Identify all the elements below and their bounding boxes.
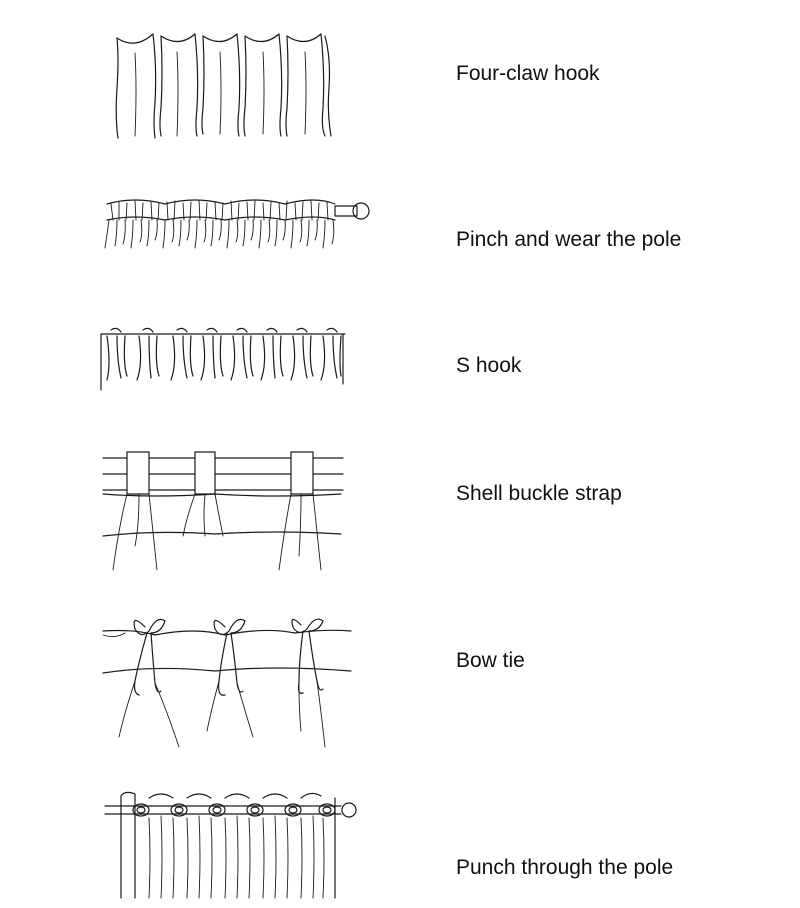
punch-pole-illustration (95, 786, 365, 906)
pinch-pole-illustration (95, 190, 375, 260)
four-claw-hook-illustration (95, 28, 355, 143)
bow-tie-illustration (95, 611, 365, 751)
four-claw-hook-label: Four-claw hook (456, 62, 600, 85)
style-row-pinch-pole: Pinch and wear the pole (0, 180, 800, 270)
shell-buckle-strap-illustration (95, 446, 355, 576)
style-row-punch-pole: Punch through the pole (0, 780, 800, 908)
style-row-shell-buckle-strap: Shell buckle strap (0, 440, 800, 580)
shell-buckle-strap-label: Shell buckle strap (456, 482, 622, 505)
punch-pole-label: Punch through the pole (456, 856, 674, 879)
style-row-four-claw-hook: Four-claw hook (0, 20, 800, 150)
bow-tie-label: Bow tie (456, 649, 525, 672)
s-hook-illustration (95, 324, 355, 394)
style-row-s-hook: S hook (0, 318, 800, 398)
pinch-pole-label: Pinch and wear the pole (456, 228, 682, 251)
s-hook-label: S hook (456, 354, 522, 377)
style-row-bow-tie: Bow tie (0, 605, 800, 755)
